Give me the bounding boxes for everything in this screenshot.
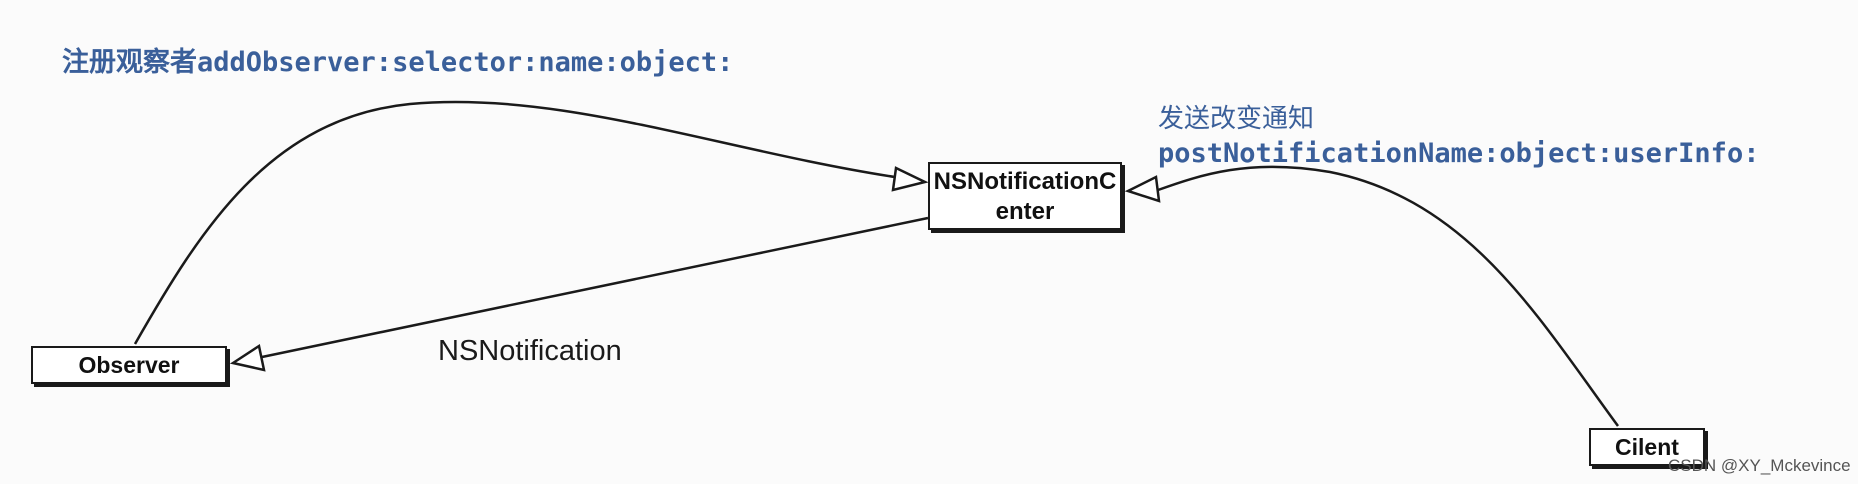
post-notification-title: 发送改变通知 [1158, 104, 1315, 134]
watermark: CSDN @XY_Mckevince [1668, 456, 1851, 475]
notification-edge [261, 216, 929, 359]
notification-center-node: NSNotificationCenter [928, 162, 1122, 230]
register-observer-note: 注册观察者addObserver:selector:name:object: [62, 47, 734, 78]
register-arrowhead [891, 166, 929, 192]
register-edge [133, 100, 896, 345]
post-edge [1157, 165, 1620, 427]
client-node: Cilent [1589, 428, 1705, 466]
post-arrowhead [1124, 175, 1161, 203]
notification-edge-label: NSNotification [438, 335, 622, 367]
observer-node: Observer [31, 346, 227, 384]
post-notification-signature: postNotificationName:object:userInfo: [1158, 138, 1760, 169]
notification-arrowhead [229, 343, 266, 372]
